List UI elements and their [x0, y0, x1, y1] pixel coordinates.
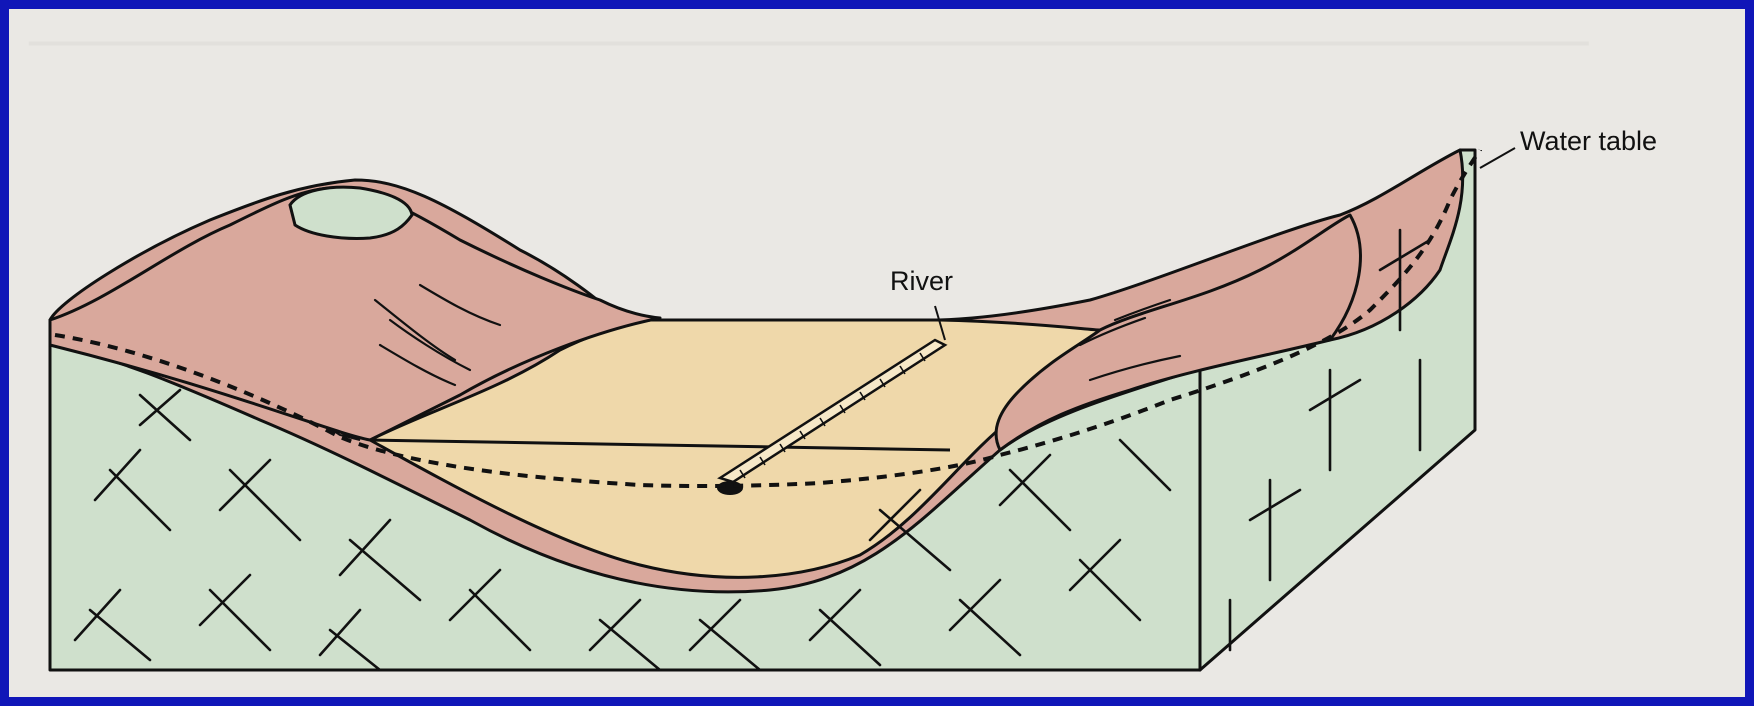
water-table-label: Water table — [1520, 126, 1657, 156]
river-water-cross-section — [717, 481, 743, 495]
groundwater-block-diagram: River Water table — [9, 9, 1745, 697]
figure-frame: ▁▁▁▁▁▁▁▁▁▁▁▁▁▁▁▁▁▁▁▁▁▁▁▁▁▁▁▁▁▁▁▁▁▁▁▁▁▁▁▁… — [9, 9, 1745, 697]
river-label: River — [890, 266, 953, 296]
water-table-leader-line — [1480, 148, 1515, 168]
